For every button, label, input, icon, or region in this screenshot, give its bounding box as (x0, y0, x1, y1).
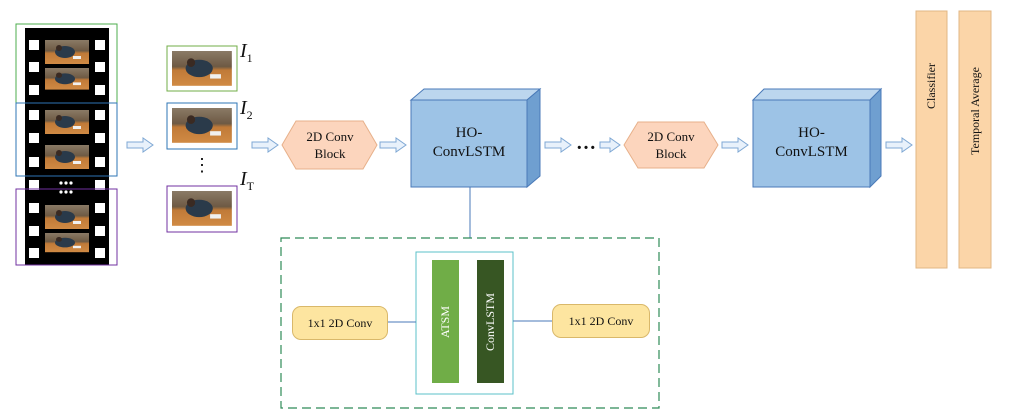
conv-block-1-line1: 2D Conv (306, 129, 354, 144)
conv-block-2-line2: Block (655, 146, 687, 161)
conv-block-2-line1: 2D Conv (647, 129, 695, 144)
conv-block-hexagon-2 (623, 121, 719, 169)
hoconvlstm-2-line2: ConvLSTM (775, 144, 848, 160)
conv-1x1-left: 1x1 2D Conv (292, 306, 388, 340)
hoconvlstm-1-line2: ConvLSTM (432, 144, 506, 160)
detail-inner-box (415, 251, 514, 395)
conv-block-1-line2: Block (314, 146, 346, 161)
temporal-average-box (958, 10, 992, 269)
hoconvlstm-2-line1: HO- (798, 125, 825, 141)
frames-vertical-dots: ⋮ (193, 155, 211, 175)
pipeline-ellipsis: … (576, 132, 596, 154)
frame-label-2: I2 (240, 97, 253, 122)
atsm-label: ATSM (438, 305, 452, 338)
frame-label-1: I1 (240, 40, 253, 65)
frame-label-t: IT (240, 168, 255, 193)
conv-block-hexagon-1 (281, 120, 378, 170)
arrows (126, 137, 913, 153)
hoconvlstm-cube-1 (409, 87, 542, 189)
convlstm-label: ConvLSTM (483, 292, 497, 351)
conv-block-1-label: 2D Conv Block (288, 128, 372, 162)
conv-1x1-right: 1x1 2D Conv (552, 304, 650, 338)
hoconvlstm-2-label: HO- ConvLSTM (753, 124, 870, 162)
convlstm-bar (477, 260, 504, 383)
film-strip (15, 23, 118, 266)
hoconvlstm-1-label: HO- ConvLSTM (411, 124, 527, 162)
classifier-label: Classifier (924, 63, 938, 109)
hoconvlstm-cube-2 (751, 87, 883, 189)
classifier-box (915, 10, 948, 269)
atsm-bar (432, 260, 459, 383)
conv-block-2-label: 2D Conv Block (629, 128, 713, 162)
temporal-average-label: Temporal Average (968, 67, 982, 155)
sampled-frames (166, 45, 238, 233)
detail-dashed-box (280, 237, 660, 409)
hoconvlstm-1-line1: HO- (455, 125, 483, 141)
